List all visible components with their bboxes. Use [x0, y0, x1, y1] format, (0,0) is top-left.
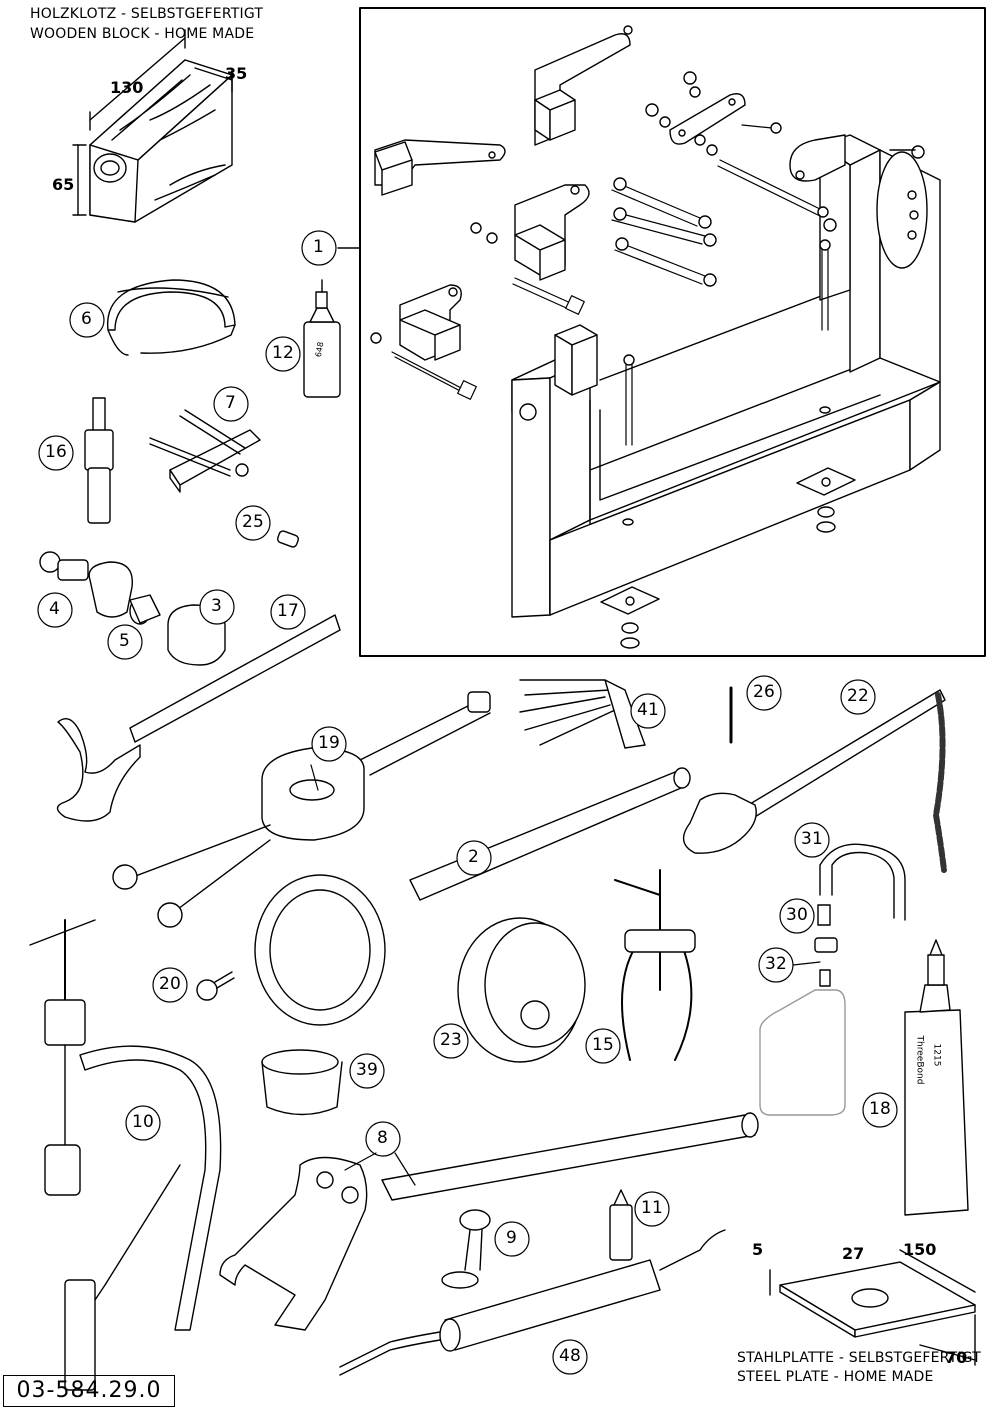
slide-hammer-16 — [84, 397, 114, 524]
callout-41: 41 — [637, 700, 660, 720]
callout-15: 15 — [592, 1035, 615, 1055]
threebond-code: 1215 — [931, 1043, 942, 1067]
callout-12: 12 — [272, 343, 295, 363]
threebond-brand: ThreeBond — [914, 1035, 925, 1085]
callout-19: 19 — [318, 733, 341, 753]
callout-7: 7 — [225, 393, 237, 413]
callout-3: 3 — [211, 596, 223, 616]
steel-plate-line-1: STAHLPLATTE - SELBSTGEFERTIGT — [737, 1350, 981, 1366]
wood-dim-length: 130 — [110, 78, 144, 97]
clutch-holder-19 — [112, 691, 491, 928]
callout-2: 2 — [468, 847, 480, 867]
threebond-tube-18 — [904, 939, 969, 1216]
sleeve-39 — [261, 1049, 343, 1116]
tube-11 — [609, 1189, 633, 1261]
wood-dim-width: 35 — [225, 64, 248, 83]
plate-dim-hole: 27 — [842, 1244, 865, 1263]
grease-gun-48 — [339, 1229, 726, 1376]
callout-16: 16 — [45, 442, 68, 462]
plate-dim-thickness: 5 — [752, 1240, 764, 1259]
callout-20: 20 — [159, 974, 182, 994]
steel-plate — [769, 1249, 976, 1366]
tube-12 — [303, 279, 341, 398]
wooden-block — [72, 29, 233, 223]
parts-4-5-3 — [39, 551, 226, 666]
plate-dim-width: 70 — [945, 1348, 968, 1367]
callout-18: 18 — [869, 1099, 892, 1119]
ring-6 — [107, 279, 236, 356]
callout-23: 23 — [440, 1030, 463, 1050]
puller-7 — [149, 409, 261, 493]
tool-8 — [219, 1112, 759, 1331]
header-line-1: HOLZKLOTZ - SELBSTGEFERTIGT — [30, 6, 264, 22]
screw-20 — [196, 971, 235, 1001]
tool-9 — [441, 1209, 491, 1289]
callout-1: 1 — [313, 237, 325, 257]
spring-compressor-10 — [29, 919, 222, 1391]
wood-dim-height: 65 — [52, 175, 75, 194]
header-line-2: WOODEN BLOCK - HOME MADE — [30, 26, 255, 42]
chain-holder-22 — [682, 689, 947, 873]
callout-markers — [37, 230, 898, 1375]
callout-5: 5 — [119, 631, 131, 651]
callout-39: 39 — [356, 1060, 379, 1080]
bar-17 — [56, 614, 341, 822]
callout-4: 4 — [49, 599, 61, 619]
callout-32: 32 — [765, 954, 788, 974]
callout-9: 9 — [506, 1228, 518, 1248]
pulley-23 — [457, 917, 586, 1063]
callout-11: 11 — [641, 1198, 664, 1218]
feeler-gauge-41 — [519, 679, 646, 749]
callout-8: 8 — [377, 1128, 389, 1148]
plate-dim-length: 150 — [903, 1240, 937, 1259]
callout-26: 26 — [753, 682, 776, 702]
callout-17: 17 — [277, 601, 300, 621]
document-number: 03-584.29.0 — [3, 1375, 175, 1407]
steel-plate-line-2: STEEL PLATE - HOME MADE — [737, 1369, 934, 1385]
puller-15 — [614, 869, 696, 1061]
callout-30: 30 — [786, 905, 809, 925]
oil-kit — [759, 843, 906, 1116]
callout-6: 6 — [81, 309, 93, 329]
pin-25 — [276, 530, 300, 548]
callout-22: 22 — [847, 686, 870, 706]
callout-25: 25 — [242, 512, 265, 532]
callout-10: 10 — [132, 1112, 155, 1132]
frame-box — [359, 7, 986, 657]
callout-31: 31 — [801, 829, 824, 849]
engine-stand — [370, 25, 941, 649]
callout-48: 48 — [559, 1346, 582, 1366]
